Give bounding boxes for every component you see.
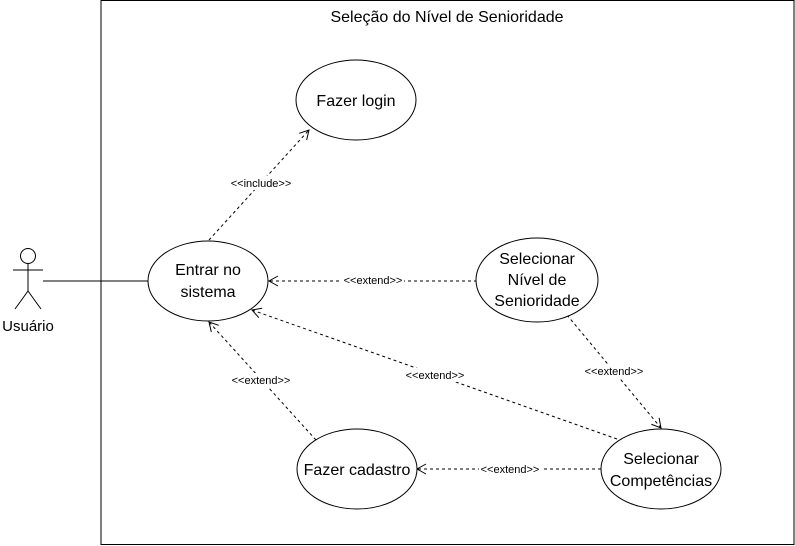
- svg-text:Fazer cadastro: Fazer cadastro: [304, 462, 411, 479]
- stick-figure-icon: [13, 248, 43, 310]
- svg-text:sistema: sistema: [180, 284, 235, 301]
- svg-text:<<extend>>: <<extend>>: [232, 375, 291, 387]
- svg-text:<<extend>>: <<extend>>: [406, 370, 465, 382]
- relation-label-extend-comp-entrar: <<extend>>: [404, 368, 466, 382]
- relation-label-extend-nivel-entrar: <<extend>>: [342, 273, 404, 287]
- svg-text:Entrar no: Entrar no: [175, 262, 241, 279]
- system-boundary: [100, 0, 795, 545]
- actor-usuario[interactable]: Usuário: [2, 248, 54, 336]
- system-title: Seleção do Nível de Senioridade: [330, 9, 563, 26]
- relation-label-include: <<include>>: [229, 176, 293, 190]
- use-case-entrar-no-sistema[interactable]: Entrar no sistema: [147, 240, 269, 322]
- relation-label-extend-comp-cadastro: <<extend>>: [479, 462, 541, 476]
- svg-text:Senioridade: Senioridade: [494, 293, 580, 310]
- svg-text:Fazer login: Fazer login: [316, 93, 395, 110]
- svg-text:<<extend>>: <<extend>>: [585, 366, 644, 378]
- relation-label-extend-nivel-comp: <<extend>>: [583, 364, 645, 378]
- actor-label: Usuário: [2, 318, 54, 335]
- use-case-selecionar-nivel[interactable]: Selecionar Nível de Senioridade: [475, 237, 599, 323]
- use-case-fazer-cadastro[interactable]: Fazer cadastro: [296, 428, 418, 510]
- svg-text:Selecionar: Selecionar: [623, 451, 699, 468]
- svg-text:<<include>>: <<include>>: [231, 178, 292, 190]
- use-case-fazer-login[interactable]: Fazer login: [295, 59, 417, 141]
- svg-text:Nível de: Nível de: [508, 272, 567, 289]
- use-case-selecionar-competencias[interactable]: Selecionar Competências: [600, 428, 722, 510]
- svg-text:<<extend>>: <<extend>>: [481, 464, 540, 476]
- svg-text:Competências: Competências: [610, 473, 712, 490]
- svg-text:Selecionar: Selecionar: [499, 251, 575, 268]
- relation-label-extend-cadastro-entrar: <<extend>>: [230, 373, 292, 387]
- svg-text:<<extend>>: <<extend>>: [344, 275, 403, 287]
